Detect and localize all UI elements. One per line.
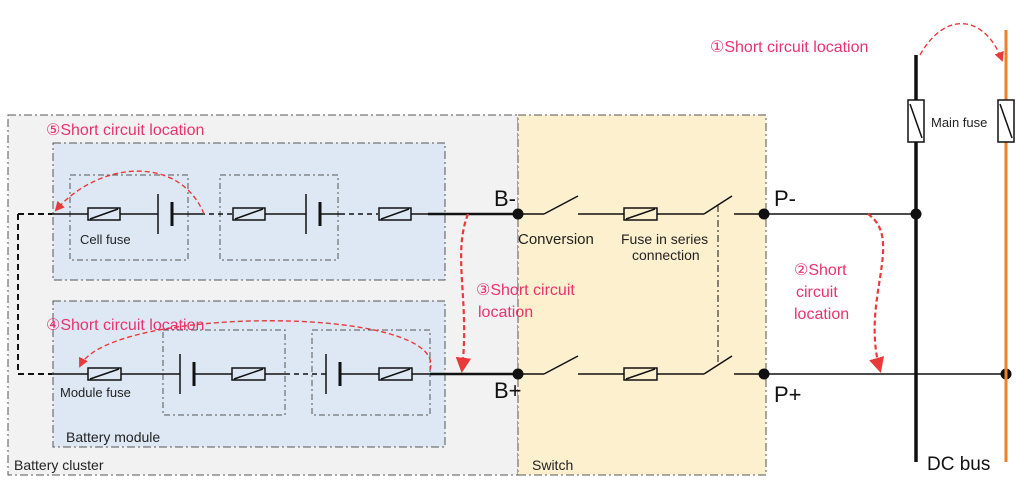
short-circuit-loc1: ①Short circuit location: [710, 39, 868, 56]
cell-fuse-label: Cell fuse: [80, 232, 131, 247]
output-wiring: [764, 213, 1006, 375]
short-circuit-arrows: [54, 23, 1004, 374]
fuse-series-label-1: Fuse in series: [621, 231, 708, 247]
switch-box: [517, 114, 767, 476]
module-fuse-label: Module fuse: [60, 385, 131, 400]
cell-symbols-bottom: [179, 354, 342, 394]
submodule-box-2: [311, 329, 431, 416]
arrow-loc5: [54, 170, 205, 215]
dc-bus-label: DC bus: [927, 454, 990, 475]
cell-box-1: [69, 174, 189, 261]
module-fuse-symbols: [87, 367, 413, 381]
battery-module-label: Battery module: [66, 429, 160, 445]
short-circuit-loc5: ⑤Short circuit location: [46, 122, 204, 139]
cell-fuse-symbols: [87, 207, 412, 221]
cell-symbols-top: [157, 194, 322, 234]
arrow-loc1: [919, 23, 1004, 62]
p-minus-label: P-: [774, 186, 796, 211]
short-circuit-loc3-line2: location: [478, 304, 533, 321]
conversion-label: Conversion: [518, 231, 594, 248]
short-circuit-loc4: ④Short circuit location: [46, 317, 204, 334]
cell-box-2: [219, 174, 339, 261]
switch-wiring: [518, 195, 764, 381]
switch-label: Switch: [532, 457, 573, 473]
submodule-box-1: [162, 329, 286, 416]
arrow-loc3: [455, 213, 472, 374]
short-circuit-loc3-line1: ③Short circuit: [476, 282, 575, 299]
fuse-series-label-2: connection: [632, 247, 700, 263]
main-fuse-label: Main fuse: [931, 115, 987, 130]
b-minus-label: B-: [494, 186, 516, 211]
arrow-loc4: [79, 320, 432, 371]
battery-cluster-label: Battery cluster: [14, 457, 104, 473]
arrow-loc2: [867, 213, 885, 373]
p-plus-label: P+: [774, 382, 802, 407]
short-circuit-loc2-line1: ②Short: [794, 262, 847, 279]
main-fuse-symbols: [907, 99, 1015, 143]
short-circuit-loc2-line2: circuit: [796, 284, 838, 301]
b-plus-label: B+: [494, 378, 522, 403]
short-circuit-loc2-line3: location: [794, 306, 849, 323]
